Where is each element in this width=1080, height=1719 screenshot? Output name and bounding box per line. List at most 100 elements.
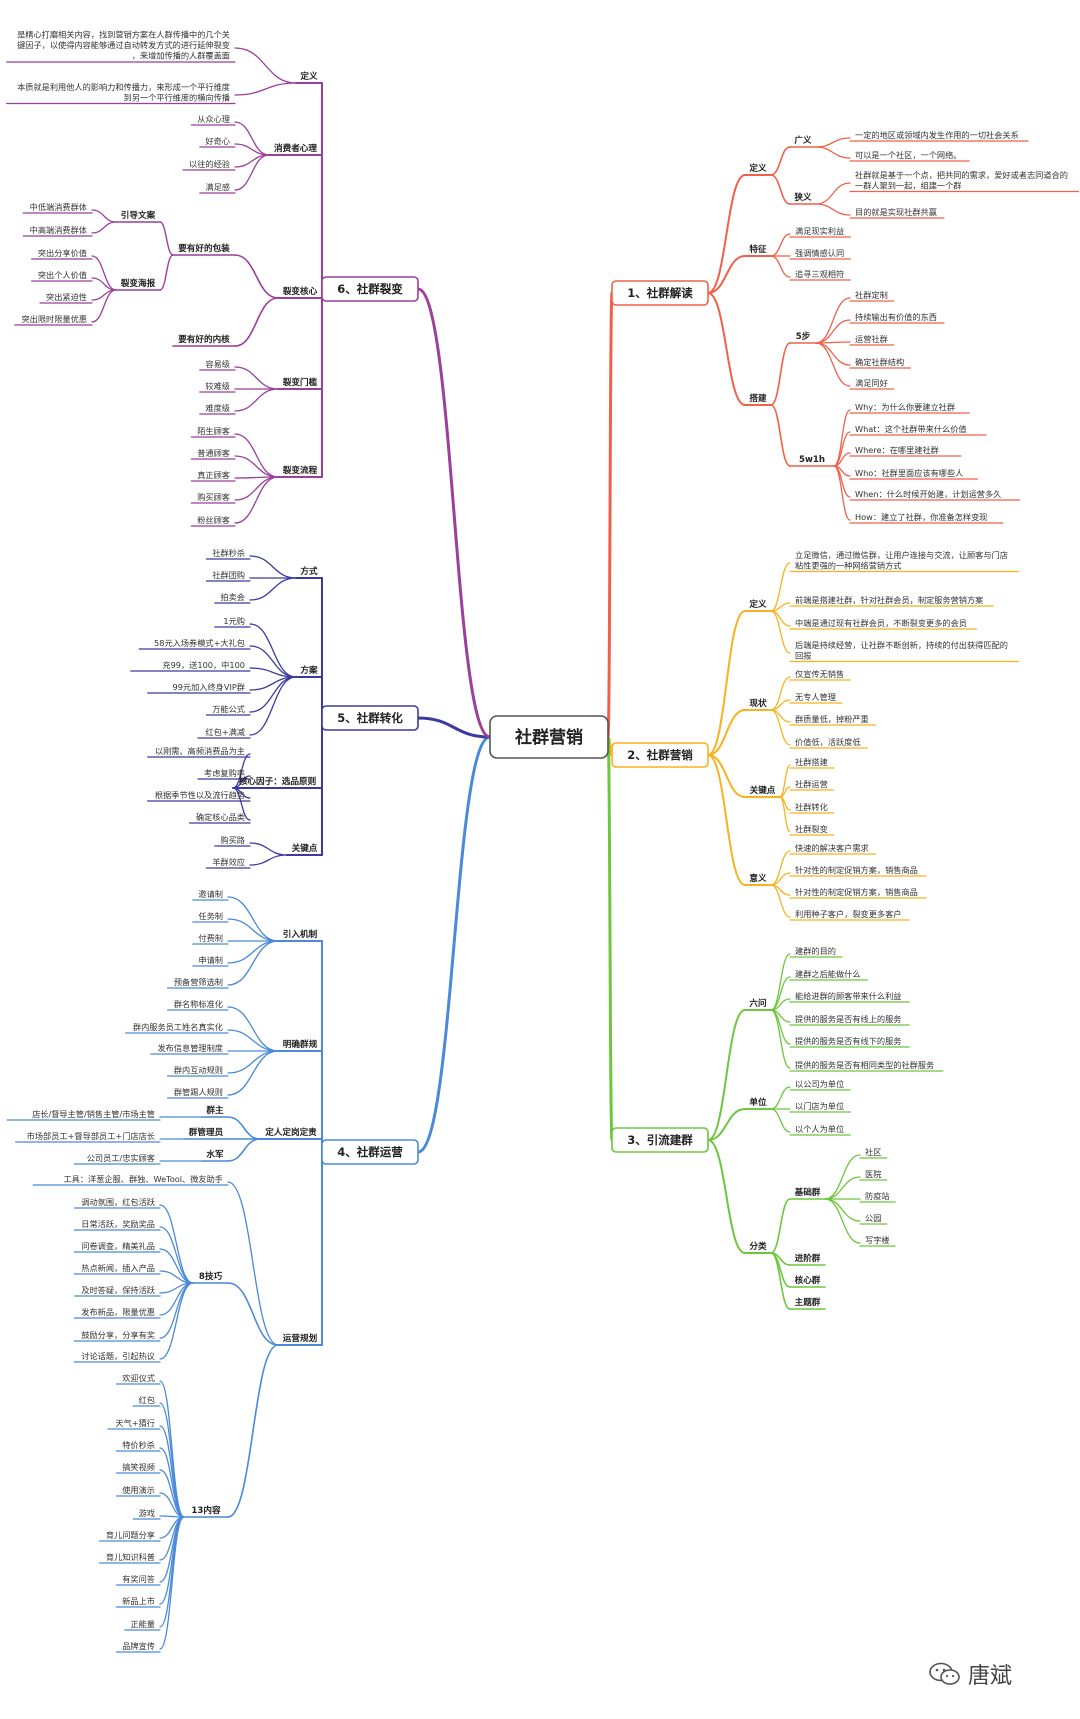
sub-node-label: 定义 bbox=[300, 70, 318, 82]
leaf-node: 邀请制 bbox=[198, 889, 223, 899]
leaf-node: 好奇心 bbox=[205, 136, 230, 146]
connector-line bbox=[770, 610, 791, 654]
leaf-node: 无专人管理 bbox=[795, 692, 836, 702]
connector-line bbox=[234, 154, 270, 191]
connector-line bbox=[227, 1050, 279, 1096]
leaf-node: 正能量 bbox=[130, 1619, 155, 1629]
leaf-node: 建群之后能做什么 bbox=[795, 969, 861, 979]
connector-line bbox=[227, 1138, 261, 1162]
center-node[interactable] bbox=[489, 715, 609, 759]
leaf-node: 红包 bbox=[139, 1395, 155, 1405]
connector-line bbox=[770, 1108, 791, 1133]
connector-line bbox=[249, 842, 288, 856]
leaf-node: 日常活跃，奖励奖品 bbox=[81, 1219, 155, 1229]
wechat-icon bbox=[929, 1662, 960, 1685]
connector-line bbox=[770, 233, 791, 257]
connector-line bbox=[234, 476, 279, 524]
connector-line bbox=[234, 388, 279, 412]
branch-label: 4、社群运营 bbox=[337, 1145, 403, 1159]
connector-line bbox=[707, 754, 746, 798]
connector-line bbox=[159, 1282, 194, 1360]
connector-line bbox=[249, 854, 288, 866]
connector-line bbox=[707, 610, 746, 756]
leaf-node: 任务制 bbox=[198, 911, 223, 921]
leaf-node: 容易级 bbox=[205, 359, 230, 369]
branch-node-3[interactable] bbox=[611, 1127, 709, 1153]
connector-line bbox=[234, 47, 297, 84]
connector-line bbox=[770, 174, 791, 205]
connector-line bbox=[770, 1198, 791, 1254]
branch-node-6[interactable] bbox=[321, 276, 419, 302]
connector-line bbox=[234, 433, 279, 478]
leaf-node: 社区 bbox=[865, 1147, 881, 1157]
connector-line bbox=[770, 709, 791, 746]
sub-node-label: 进阶群 bbox=[795, 1252, 821, 1264]
branch-label: 2、社群营销 bbox=[627, 748, 693, 762]
branch-label: 5、社群转化 bbox=[337, 711, 403, 725]
connector-line bbox=[91, 289, 117, 323]
branch-node-1[interactable] bbox=[611, 280, 709, 306]
branch-node-2[interactable] bbox=[611, 742, 709, 768]
leaf-node: 品牌宣传 bbox=[122, 1641, 155, 1651]
leaf-node: 运营社群 bbox=[855, 334, 888, 344]
leaf-node: When：什么时候开始建，计划运营多久 bbox=[855, 489, 1001, 499]
leaf-node: 强调情感认同 bbox=[795, 248, 844, 258]
leaf-node: 确定社群结构 bbox=[855, 357, 904, 367]
connector-line bbox=[815, 146, 851, 159]
sub-node-label: 意义 bbox=[749, 872, 767, 884]
sub-node-label: 引导文案 bbox=[121, 209, 156, 221]
connector-line bbox=[770, 562, 791, 612]
sub-node-label: 单位 bbox=[749, 1096, 767, 1108]
connector-line bbox=[770, 1009, 791, 1069]
connector-line bbox=[249, 555, 297, 579]
connector-line bbox=[815, 342, 851, 366]
connector-line bbox=[824, 1198, 861, 1244]
leaf-node: 中端是通过现有社群会员，不断裂变更多的会员 bbox=[795, 618, 967, 628]
leaf-node: 以门店为单位 bbox=[795, 1101, 844, 1111]
branch-node-4[interactable] bbox=[321, 1139, 419, 1165]
sub-node-label: 定义 bbox=[749, 162, 767, 174]
leaf-node: 立足微信，通过微信群，让用户连接与交流，让顾客与门店粘性更强的一种网络营销方式 bbox=[795, 550, 1008, 571]
connector-line bbox=[815, 203, 851, 216]
leaf-node: 突出紧迫性 bbox=[46, 292, 87, 302]
connector-line bbox=[91, 209, 117, 223]
sub-node-label: 裂变海报 bbox=[120, 277, 156, 289]
leaf-node: 群管踢人规则 bbox=[174, 1087, 223, 1097]
sub-node-label: 明确群规 bbox=[283, 1038, 318, 1050]
connector-line bbox=[770, 1252, 791, 1310]
sub-node-label: 广义 bbox=[794, 134, 812, 146]
connector-line bbox=[159, 1516, 185, 1650]
branch-node-5[interactable] bbox=[321, 705, 419, 731]
leaf-node: 预备营筛选制 bbox=[174, 977, 223, 987]
connector-line bbox=[234, 297, 279, 347]
leaf-node: 以公司为单位 bbox=[795, 1079, 844, 1089]
connector-line bbox=[815, 319, 851, 344]
leaf-node: 利用种子客户，裂变更多客户 bbox=[795, 909, 901, 919]
leaf-node: 特价秒杀 bbox=[122, 1440, 155, 1450]
sub-node-label: 狭义 bbox=[793, 191, 812, 203]
sub-node-label: 要有好的内核 bbox=[178, 333, 230, 345]
leaf-node: 根据季节性以及流行趋势 bbox=[155, 790, 245, 800]
connector-line bbox=[416, 716, 492, 739]
connector-line bbox=[91, 255, 117, 291]
leaf-node: 写字楼 bbox=[865, 1235, 890, 1245]
leaf-node: 目的就是实现社群共赢 bbox=[855, 207, 937, 217]
leaf-node: 中高端消费群体 bbox=[30, 225, 87, 235]
leaf-node: 58元入场券模式+大礼包 bbox=[154, 638, 245, 648]
leaf-node: 游戏 bbox=[139, 1508, 155, 1518]
sub-node-label: 方案 bbox=[300, 664, 318, 676]
leaf-node: 提供的服务是否有线上的服务 bbox=[795, 1014, 901, 1024]
leaf-node: 群内互动规则 bbox=[174, 1065, 223, 1075]
sub-node-label: 定义 bbox=[749, 598, 767, 610]
leaf-node: 粉丝顾客 bbox=[197, 515, 230, 525]
leaf-node: 社群定制 bbox=[855, 290, 888, 300]
leaf-node: 普通顾客 bbox=[197, 448, 230, 458]
sub-node-label: 搭建 bbox=[749, 392, 767, 404]
sub-node-label: 基础群 bbox=[794, 1186, 821, 1198]
leaf-node: 工具：洋葱企服、群独、WeTool、微友助手 bbox=[63, 1174, 223, 1184]
leaf-node: Where：在哪里建社群 bbox=[855, 445, 939, 455]
leaf-node: 问卷调查，精美礼品 bbox=[81, 1241, 155, 1251]
connector-line bbox=[824, 1198, 861, 1222]
leaf-node: 后端是持续经营，让社群不断创新，持续的付出获得匹配的回报 bbox=[795, 640, 1008, 661]
